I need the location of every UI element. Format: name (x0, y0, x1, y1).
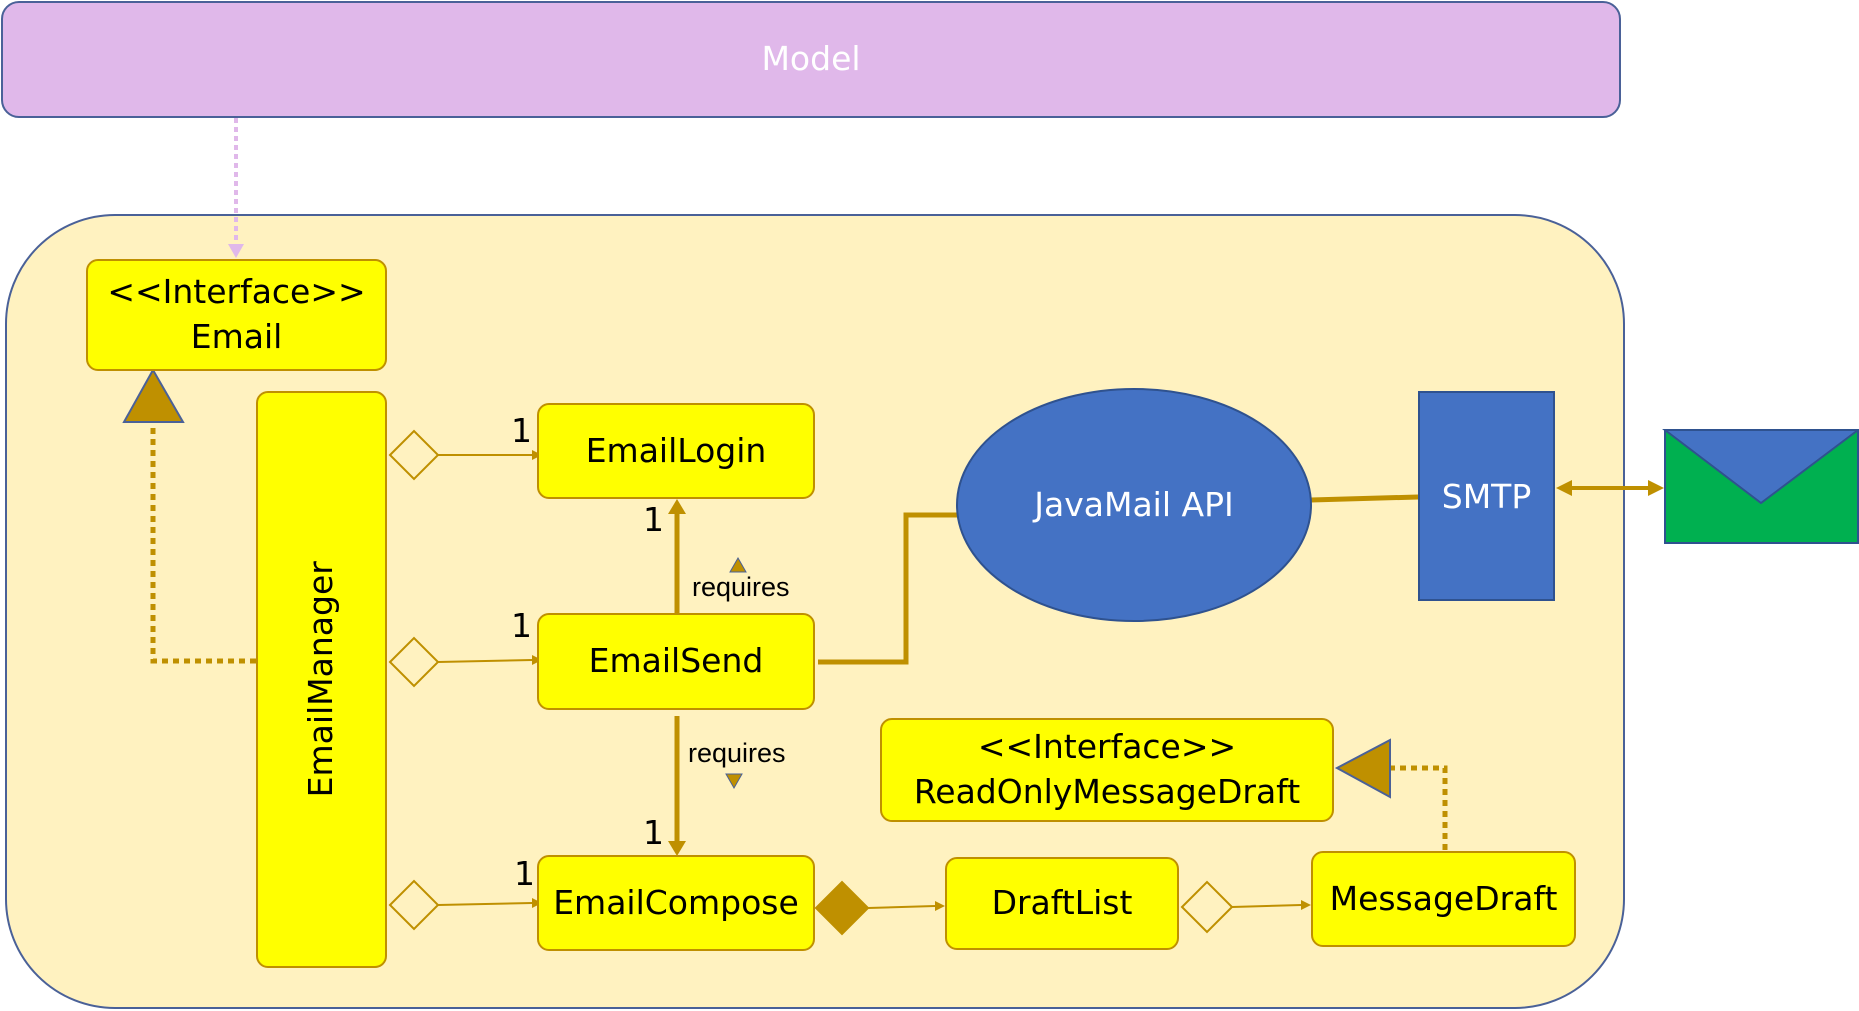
readonly-interface-name: ReadOnlyMessageDraft (913, 772, 1301, 811)
email-compose-label: EmailCompose (553, 882, 799, 922)
email-interface-stereotype: <<Interface>> (107, 272, 366, 312)
draft-list-label: DraftList (991, 883, 1133, 923)
aggregation-diamond-draft (1180, 880, 1234, 934)
draft-readonly-realization (1391, 765, 1448, 850)
smtp-label: SMTP (1441, 477, 1532, 516)
javamail-ellipse (956, 388, 1312, 622)
message-draft-label: MessageDraft (1329, 878, 1558, 918)
email-send-label: EmailSend (588, 641, 764, 681)
mail-envelope-icon (1662, 429, 1859, 544)
requires-label-up: requires (692, 572, 790, 602)
email-interface: <<Interface>> Email (86, 259, 387, 371)
multiplicity-login-send: 1 (643, 500, 664, 539)
message-draft: MessageDraft (1311, 851, 1576, 947)
multiplicity-compose-manager: 1 (514, 854, 535, 893)
multiplicity-login-manager: 1 (511, 411, 532, 450)
email-manager-label: EmailManager (301, 561, 341, 798)
composition-diamond (814, 880, 870, 936)
aggregation-diamond-compose (388, 879, 440, 931)
javamail-label: JavaMail API (1034, 485, 1234, 524)
aggregation-diamond-login (388, 429, 440, 481)
email-login: EmailLogin (537, 403, 815, 499)
model-label: Model (761, 39, 861, 79)
model-package: Model (1, 1, 1621, 118)
aggregation-diamond-send (388, 636, 440, 688)
realization-triangle-readonly (1334, 738, 1391, 799)
javamail-smtp-link (1310, 494, 1419, 503)
email-login-label: EmailLogin (585, 430, 767, 470)
email-compose: EmailCompose (537, 855, 815, 951)
multiplicity-send-manager: 1 (511, 606, 532, 645)
requires-down-marker (725, 773, 743, 790)
draft-list: DraftList (945, 857, 1179, 950)
smtp-rect (1418, 391, 1555, 601)
multiplicity-compose-send: 1 (643, 813, 664, 852)
model-email-arrowhead (228, 244, 244, 258)
email-interface-name: Email (190, 317, 283, 356)
realization-triangle (122, 367, 185, 423)
manager-email-realization (150, 421, 256, 664)
email-send: EmailSend (537, 613, 815, 710)
email-manager: EmailManager (256, 391, 387, 968)
readonly-interface-stereotype: <<Interface>> (977, 727, 1237, 767)
requires-up-marker (729, 556, 747, 573)
send-javamail-link (818, 512, 957, 665)
requires-label-down: requires (688, 738, 786, 768)
readonly-message-draft-interface: <<Interface>> ReadOnlyMessageDraft (880, 718, 1334, 822)
